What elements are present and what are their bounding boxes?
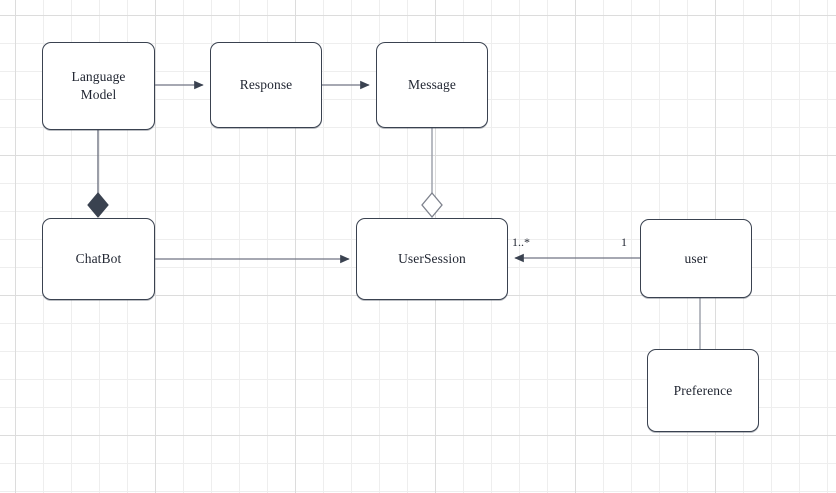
node-usersession[interactable]: UserSession bbox=[356, 218, 508, 300]
node-user[interactable]: user bbox=[640, 219, 752, 298]
edge-language-model-to-chatbot[interactable] bbox=[87, 130, 109, 218]
multiplicity-label-usersession: 1..* bbox=[512, 235, 530, 249]
node-chatbot[interactable]: ChatBot bbox=[42, 218, 155, 300]
node-response[interactable]: Response bbox=[210, 42, 322, 128]
edge-message-to-usersession[interactable] bbox=[421, 128, 443, 219]
node-preference[interactable]: Preference bbox=[647, 349, 759, 432]
node-label-chatbot: ChatBot bbox=[75, 251, 122, 267]
node-label-preference: Preference bbox=[673, 382, 733, 398]
filled-diamond-marker bbox=[87, 192, 109, 218]
node-label-usersession: UserSession bbox=[398, 251, 466, 267]
node-label-language-model: Language Model bbox=[71, 69, 126, 102]
node-label-response: Response bbox=[239, 77, 293, 93]
open-diamond-marker bbox=[421, 191, 443, 219]
node-label-user: user bbox=[684, 250, 708, 266]
node-label-message: Message bbox=[408, 77, 456, 93]
node-message[interactable]: Message bbox=[376, 42, 488, 128]
node-language-model[interactable]: Language Model bbox=[42, 42, 155, 130]
multiplicity-label-user: 1 bbox=[621, 235, 627, 249]
